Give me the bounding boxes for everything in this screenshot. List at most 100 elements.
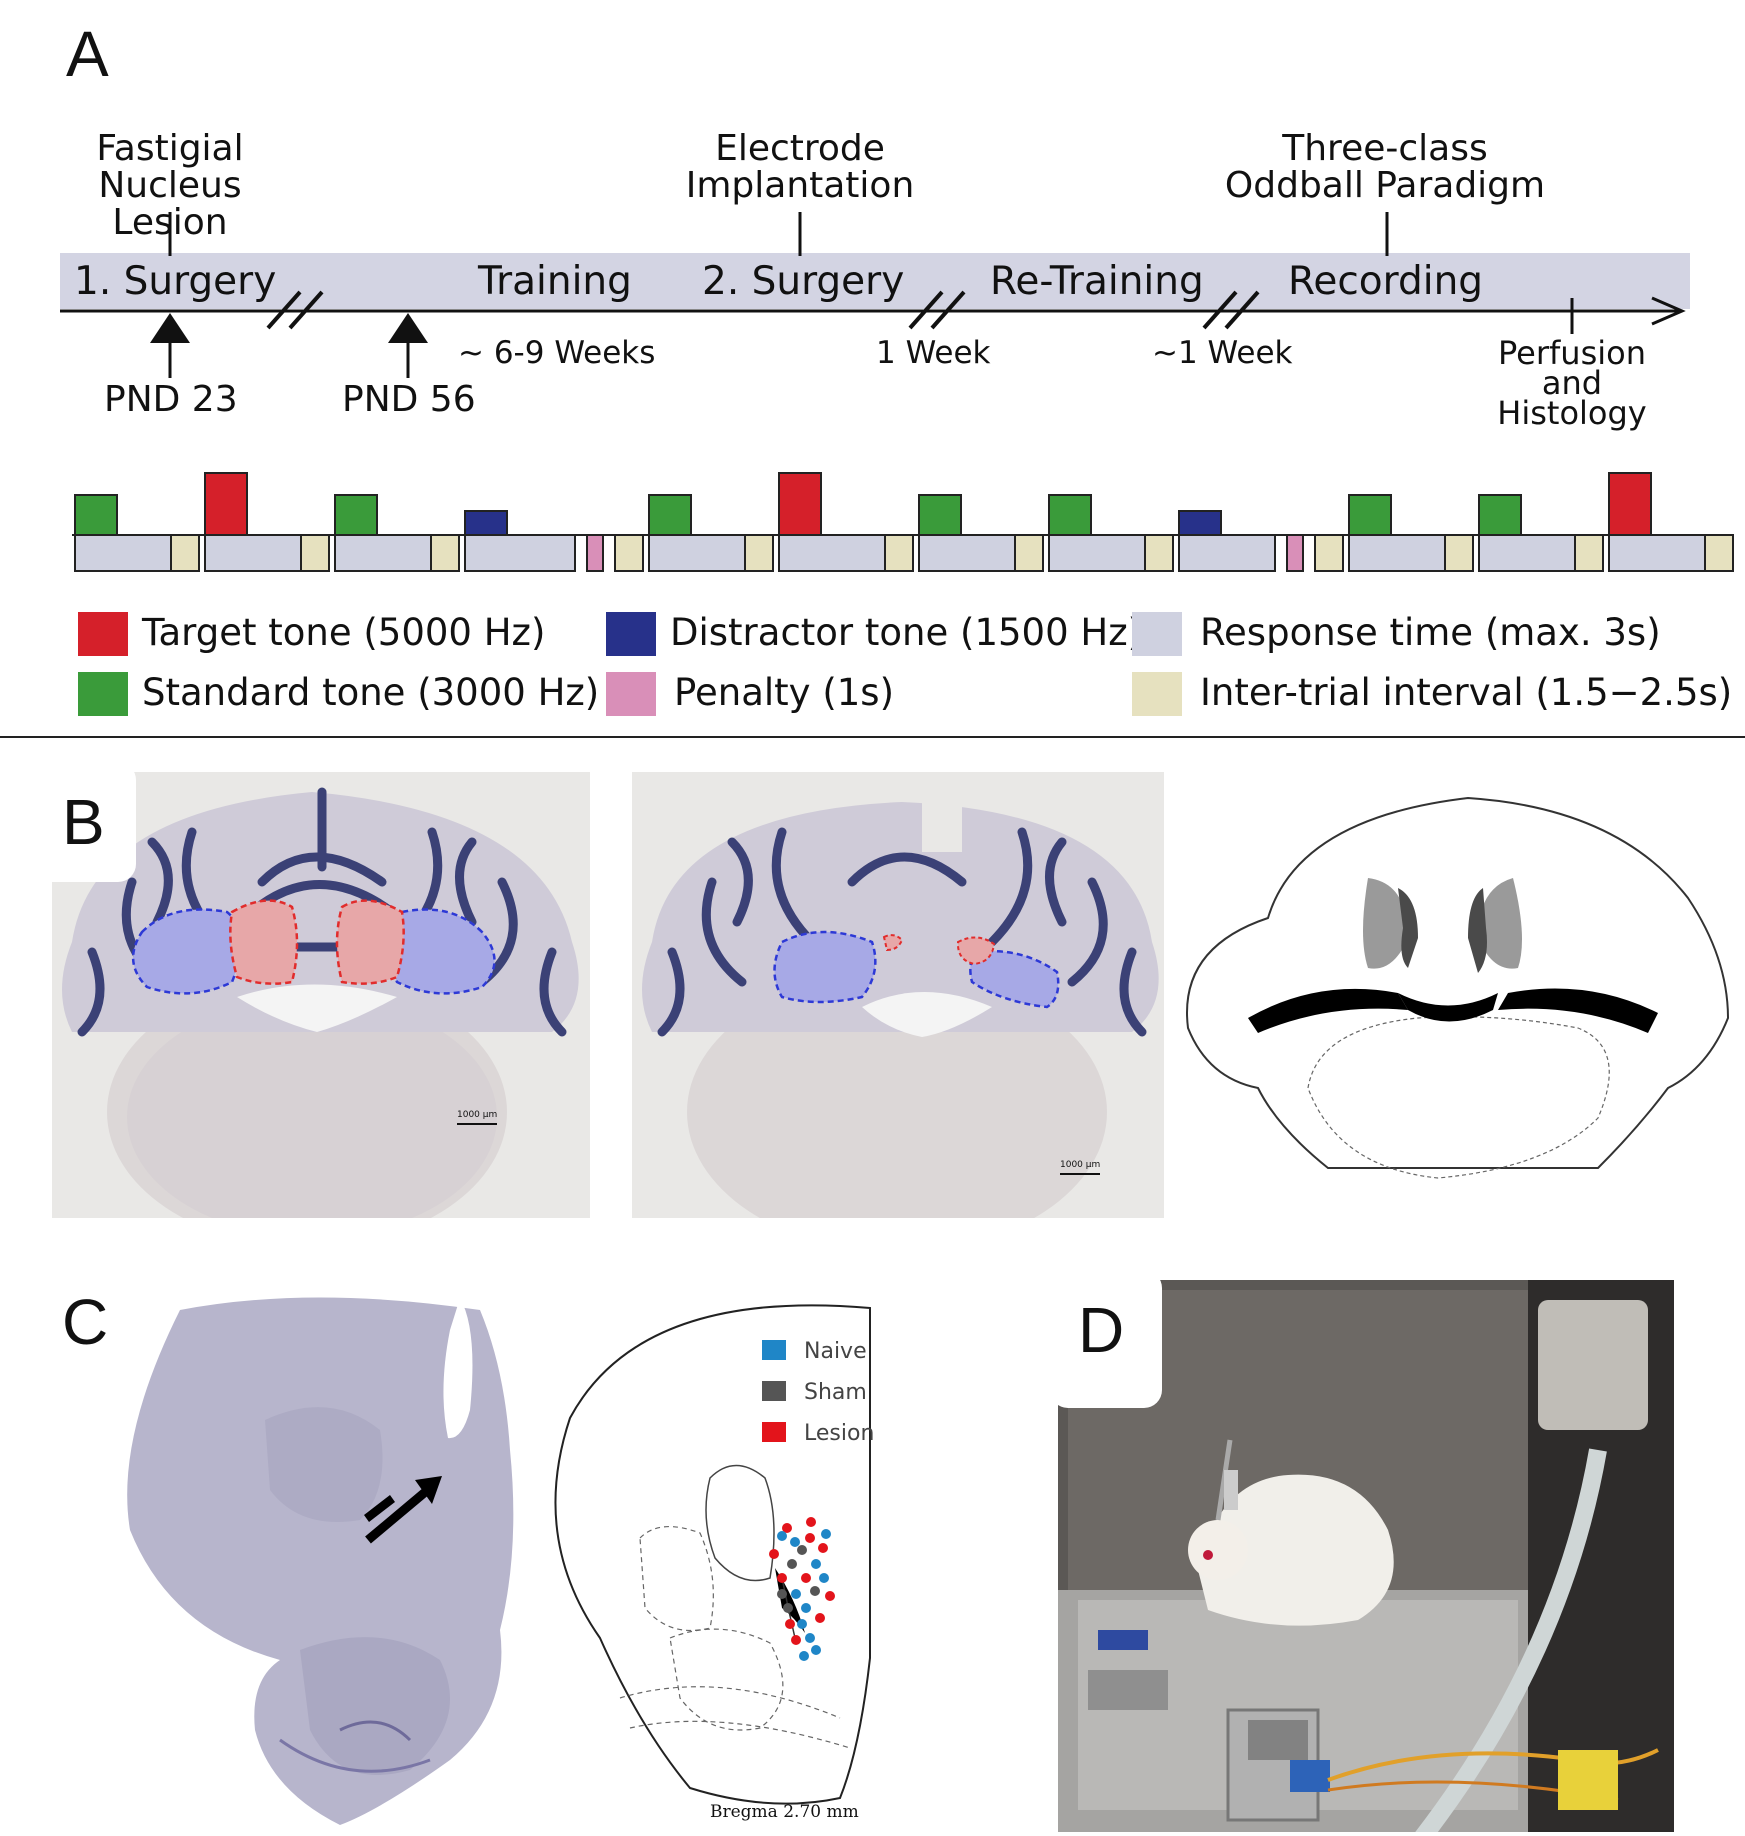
scale-bar-label-2: 1000 µm (1060, 1160, 1101, 1170)
trial-iti-3 (614, 534, 644, 572)
implant-site-dot-naive (797, 1619, 807, 1629)
trial-response-11 (1608, 534, 1706, 572)
trial-standard-tone-9 (1348, 494, 1392, 536)
trial-target-tone-1 (204, 472, 248, 536)
legend-label-4: Response time (max. 3s) (1200, 611, 1661, 654)
implant-site-dot-naive (821, 1529, 831, 1539)
atlas-cerebellum-drawing (1186, 796, 1730, 1179)
implant-site-dot-lesion (806, 1517, 816, 1527)
panel-c-letter: C (62, 1286, 109, 1358)
label-perfusion-histology: Perfusion and Histology (1497, 334, 1647, 432)
histology-prefrontal-section (127, 1297, 514, 1825)
implant-site-dot-naive (819, 1573, 829, 1583)
trial-response-5 (778, 534, 886, 572)
implant-site-dot-naive (799, 1651, 809, 1661)
implant-site-dot-naive (801, 1603, 811, 1613)
trial-response-1 (204, 534, 302, 572)
implant-site-dot-lesion (815, 1613, 825, 1623)
histology-cerebellum-2: 1000 µm (632, 772, 1164, 1218)
phase-surgery-2: 2. Surgery (702, 259, 905, 304)
panel-b-letter-bg (28, 762, 136, 882)
label-pnd23: PND 23 (104, 379, 238, 420)
c-legend-swatch-naive (762, 1340, 786, 1360)
trial-sequence (72, 472, 1734, 572)
implant-site-dot-naive (811, 1559, 821, 1569)
trial-iti-8 (1314, 534, 1344, 572)
histology-cerebellum-1: 1000 µm (52, 772, 590, 1218)
legend-label-2: Distractor tone (1500 Hz) (670, 611, 1143, 654)
label-6-9-weeks: ~ 6-9 Weeks (458, 335, 656, 371)
implant-site-dot-lesion (785, 1619, 795, 1629)
trial-iti-11 (1704, 534, 1734, 572)
implant-site-dot-naive (811, 1645, 821, 1655)
c-legend-label-lesion: Lesion (804, 1421, 874, 1446)
label-pnd56: PND 56 (342, 379, 476, 420)
implant-site-dot-sham (797, 1545, 807, 1555)
trial-iti-7 (1144, 534, 1174, 572)
implant-site-dot-lesion (777, 1573, 787, 1583)
arrow-pnd23 (150, 313, 190, 378)
panel-c-letter-bg (26, 1256, 146, 1386)
trial-iti-9 (1444, 534, 1474, 572)
trial-response-10 (1478, 534, 1576, 572)
implant-site-dot-lesion (791, 1635, 801, 1645)
c-legend-label-naive: Naive (804, 1339, 867, 1364)
label-1-week-b: ~1 Week (1152, 335, 1293, 371)
trial-response-4 (648, 534, 746, 572)
trial-standard-tone-4 (648, 494, 692, 536)
arrow-lesion-site (364, 1495, 395, 1522)
legend-label-1: Standard tone (3000 Hz) (142, 671, 600, 714)
implant-site-dot-lesion (805, 1533, 815, 1543)
legend-swatch-2 (606, 612, 656, 656)
phase-retraining: Re-Training (990, 259, 1204, 304)
implant-site-dot-sham (777, 1589, 787, 1599)
break-mark-3 (1202, 290, 1260, 330)
trial-response-7 (1048, 534, 1146, 572)
scale-bar-label-1: 1000 µm (457, 1110, 498, 1120)
panel-d-letter-bg (1050, 1270, 1162, 1408)
trial-penalty-3 (586, 534, 604, 572)
trial-penalty-8 (1286, 534, 1304, 572)
legend-swatch-0 (78, 612, 128, 656)
implant-site-dot-naive (777, 1531, 787, 1541)
label-electrode-implantation: Electrode Implantation (685, 128, 915, 206)
implant-site-dot-lesion (782, 1523, 792, 1533)
trial-distractor-tone-8 (1178, 510, 1222, 536)
arrow-pnd56 (388, 313, 428, 378)
trial-standard-tone-2 (334, 494, 378, 536)
implant-site-dot-sham (787, 1559, 797, 1569)
section-divider (0, 736, 1745, 738)
bregma-label: Bregma 2.70 mm (710, 1802, 859, 1822)
trial-response-2 (334, 534, 432, 572)
implant-site-dot-sham (783, 1603, 793, 1613)
photo-operant-chamber (1058, 1280, 1674, 1832)
trial-standard-tone-10 (1478, 494, 1522, 536)
trial-iti-0 (170, 534, 200, 572)
legend-label-3: Penalty (1s) (674, 671, 895, 714)
legend-swatch-1 (78, 672, 128, 716)
legend-swatch-3 (606, 672, 656, 716)
implant-site-dot-lesion (825, 1591, 835, 1601)
trial-iti-4 (744, 534, 774, 572)
implant-site-dot-sham (810, 1586, 820, 1596)
implant-site-dot-lesion (818, 1543, 828, 1553)
legend-label-5: Inter-trial interval (1.5−2.5s) (1200, 671, 1733, 714)
trial-response-9 (1348, 534, 1446, 572)
trial-iti-10 (1574, 534, 1604, 572)
trial-standard-tone-0 (74, 494, 118, 536)
panel-a-letter: A (66, 18, 109, 90)
c-legend-swatch-sham (762, 1381, 786, 1401)
timeline-arrowhead (1651, 296, 1686, 326)
implant-site-dot-naive (791, 1589, 801, 1599)
label-oddball-paradigm: Three-class Oddball Paradigm (1224, 128, 1546, 206)
panel-d-letter: D (1078, 1294, 1125, 1366)
legend-label-0: Target tone (5000 Hz) (142, 611, 546, 654)
trial-standard-tone-7 (1048, 494, 1092, 536)
phase-surgery-1: 1. Surgery (74, 259, 277, 304)
timeline-band (60, 253, 1690, 309)
trial-iti-1 (300, 534, 330, 572)
trial-target-tone-11 (1608, 472, 1652, 536)
trial-target-tone-5 (778, 472, 822, 536)
implant-site-dot-lesion (769, 1549, 779, 1559)
